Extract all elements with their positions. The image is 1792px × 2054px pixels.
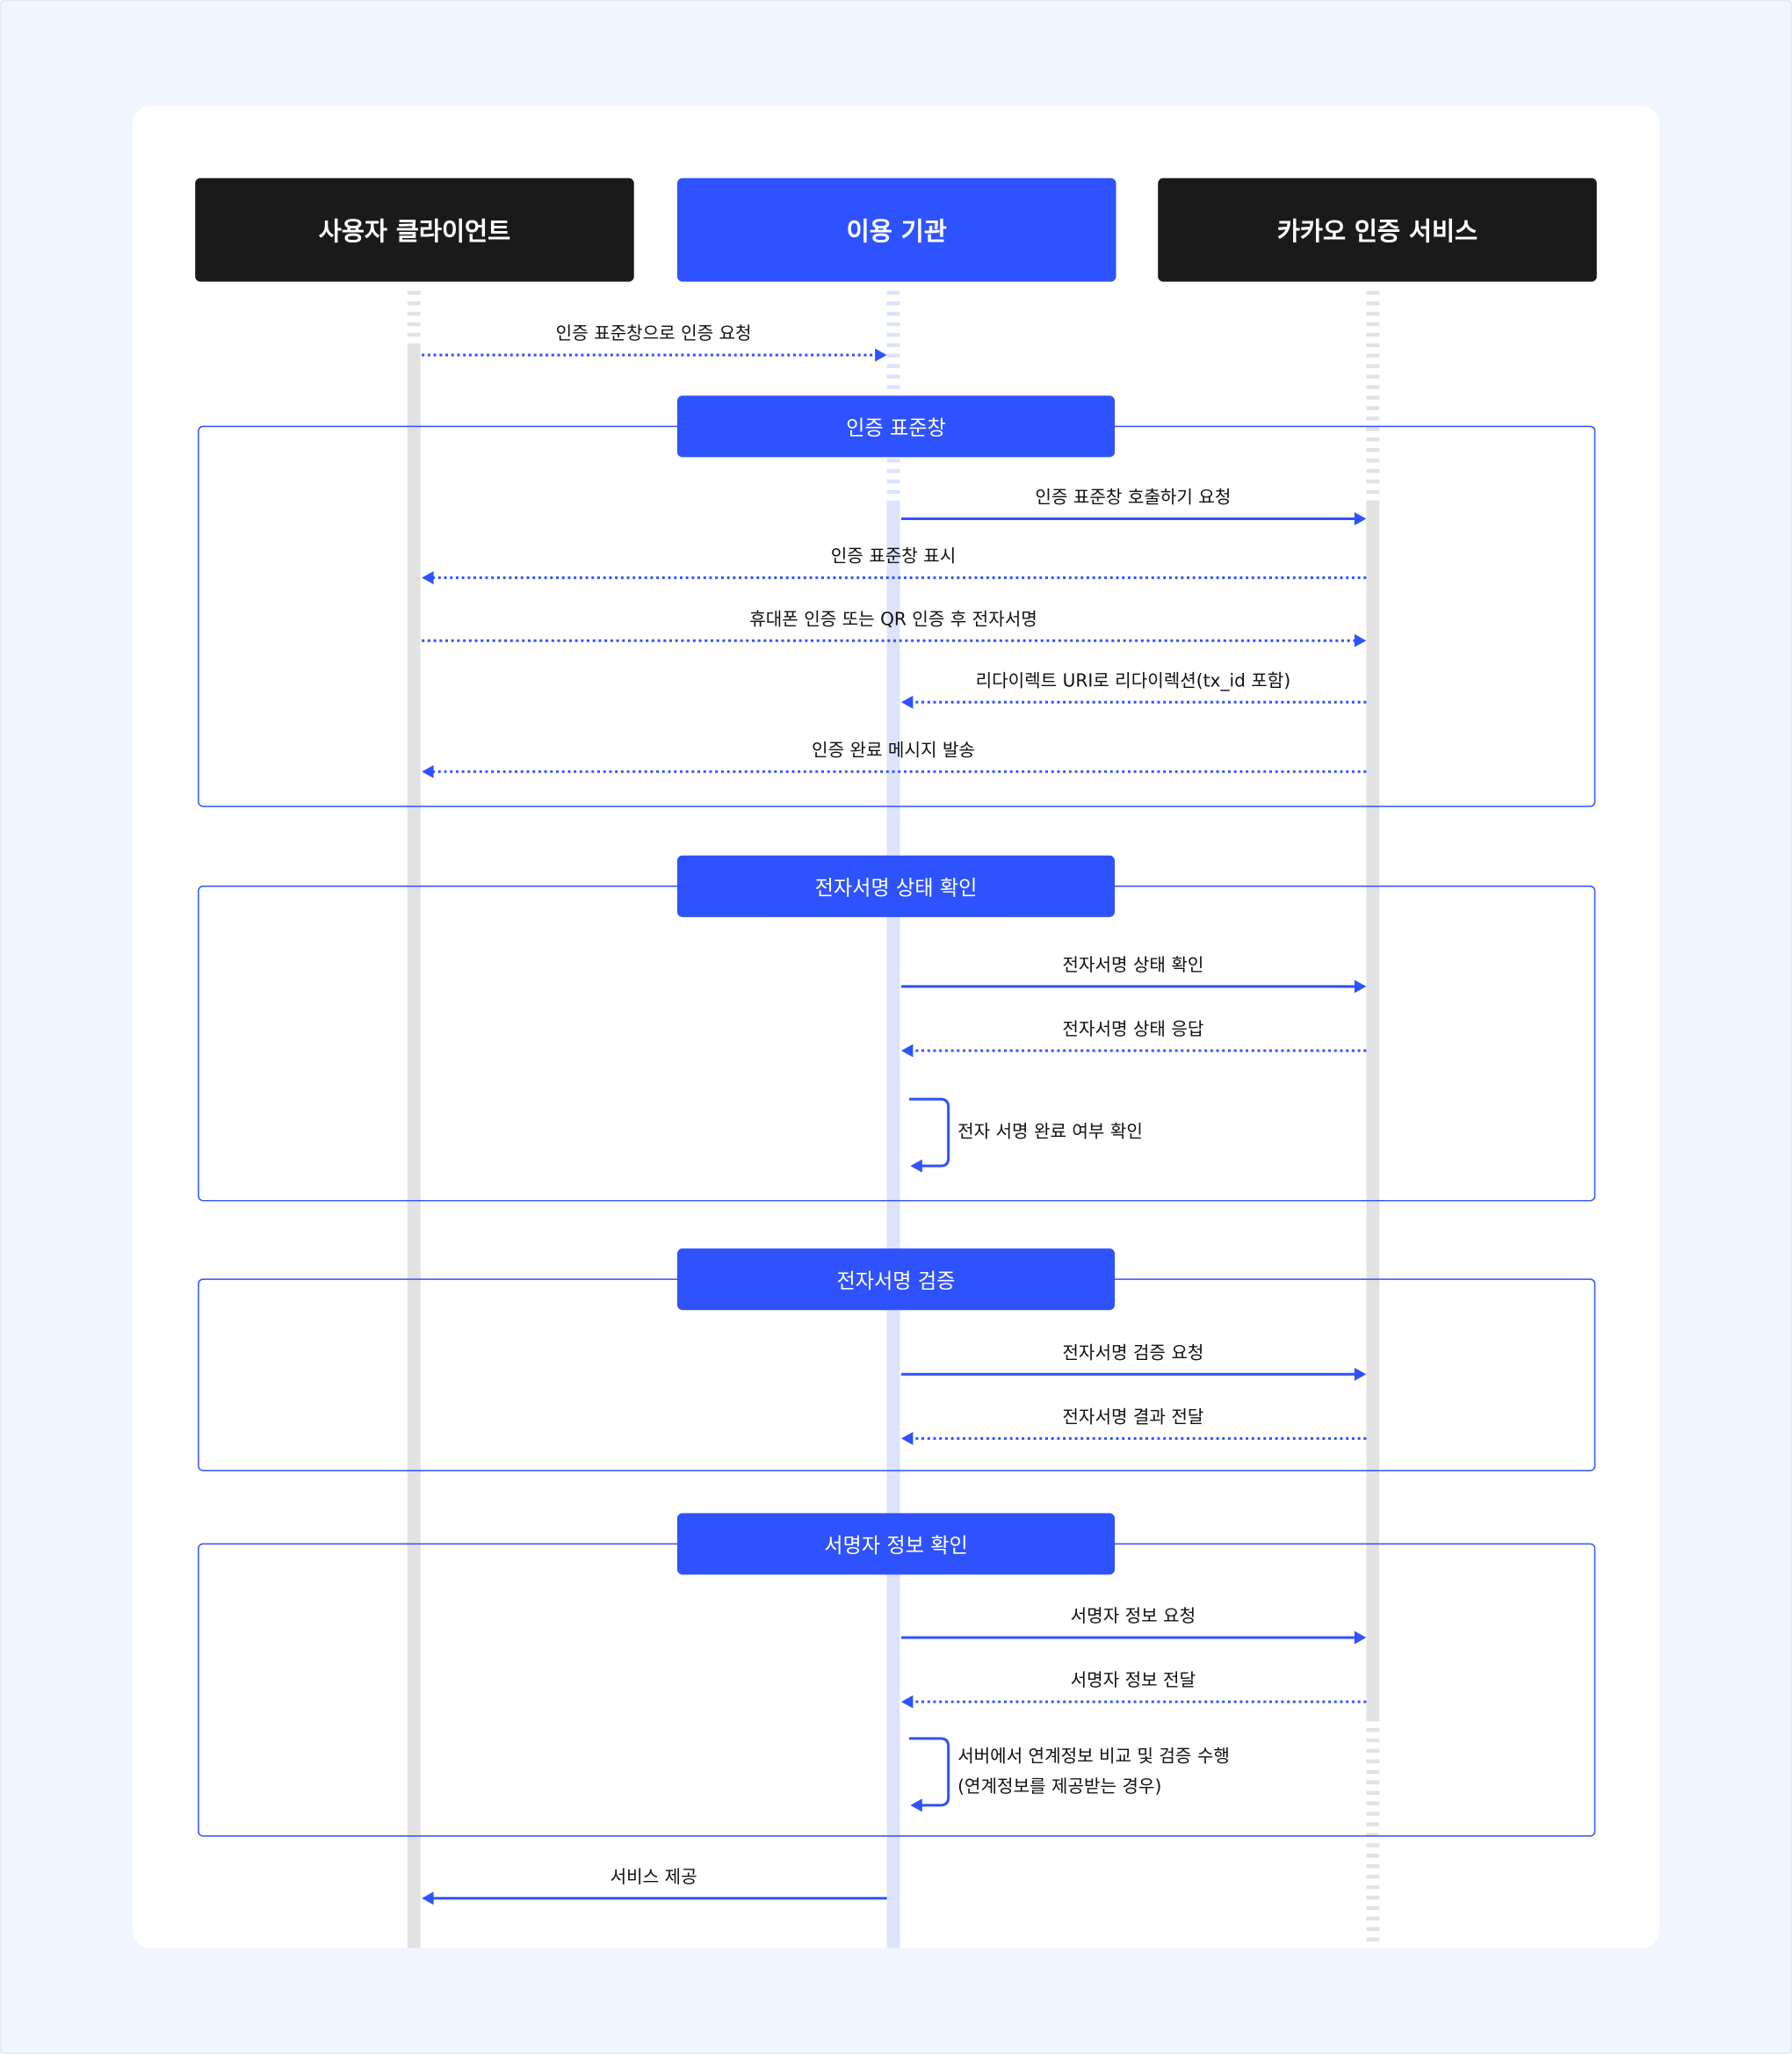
group-title: 서명자 정보 확인	[676, 1513, 1116, 1575]
participant-label: 사용자 클라이언트	[318, 217, 511, 247]
arrowhead-icon	[422, 571, 434, 585]
arrowhead-icon	[900, 1431, 914, 1445]
message-label: 서명자 정보 요청	[1070, 1606, 1196, 1628]
message-label: 전자서명 결과 전달	[1062, 1407, 1204, 1428]
arrowhead-icon	[1354, 1631, 1367, 1645]
arrowhead-icon	[1354, 980, 1367, 994]
arrowhead-icon	[910, 1159, 922, 1173]
message-label: 서명자 정보 전달	[1070, 1670, 1196, 1692]
arrowhead-icon	[1354, 633, 1367, 647]
message-label: 전자서명 상태 확인	[1062, 955, 1204, 976]
group-title-label: 서명자 정보 확인	[824, 1533, 968, 1558]
message-label: 휴대폰 인증 또는 QR 인증 후 전자서명	[749, 609, 1037, 631]
arrowhead-icon	[900, 1695, 914, 1709]
arrowhead-icon	[900, 695, 914, 709]
participant-label: 이용 기관	[846, 217, 947, 247]
participant-kakao: 카카오 인증 서비스	[1158, 177, 1597, 282]
message-label: 인증 완료 메시지 발송	[812, 740, 975, 762]
arrowhead-icon	[910, 1798, 922, 1812]
message-label-line: (연계정보를 제공받는 경우)	[957, 1776, 1162, 1797]
arrowhead-icon	[422, 764, 434, 778]
self-message-label: 전자 서명 완료 여부 확인	[957, 1117, 1143, 1146]
group-title-label: 전자서명 상태 확인	[814, 875, 978, 900]
group-title: 전자서명 검증	[676, 1248, 1116, 1311]
arrowhead-icon	[422, 1891, 434, 1906]
self-message-label: 서버에서 연계정보 비교 및 검증 수행 (연계정보를 제공받는 경우)	[957, 1742, 1230, 1803]
group-title-label: 인증 표준창	[846, 416, 946, 440]
arrowhead-icon	[1354, 1367, 1367, 1381]
participant-label: 카카오 인증 서비스	[1276, 217, 1478, 247]
message-label: 인증 표준창 표시	[830, 546, 957, 568]
message-label-line: 전자 서명 완료 여부 확인	[957, 1120, 1143, 1142]
message-label: 전자서명 상태 응답	[1062, 1019, 1204, 1041]
message-label: 서비스 제공	[610, 1866, 697, 1888]
arrowhead-icon	[900, 1044, 914, 1058]
message-label: 인증 표준창 호출하기 요청	[1035, 487, 1232, 509]
arrowhead-icon	[875, 348, 887, 362]
message-label: 리다이렉트 URI로 리다이렉션(tx_id 포함)	[975, 670, 1291, 692]
arrowhead-icon	[1354, 512, 1367, 525]
message-label-line: 서버에서 연계정보 비교 및 검증 수행	[957, 1746, 1230, 1768]
participant-client: 사용자 클라이언트	[195, 177, 634, 282]
group-title: 인증 표준창	[676, 395, 1116, 458]
message-label: 인증 표준창으로 인증 요청	[555, 323, 752, 345]
self-message-arrow	[908, 1737, 950, 1807]
participant-org: 이용 기관	[676, 177, 1116, 282]
message-label: 전자서명 검증 요청	[1062, 1342, 1204, 1364]
group-title: 전자서명 상태 확인	[676, 855, 1116, 917]
self-message-arrow	[908, 1097, 950, 1168]
group-title-label: 전자서명 검증	[836, 1269, 956, 1293]
